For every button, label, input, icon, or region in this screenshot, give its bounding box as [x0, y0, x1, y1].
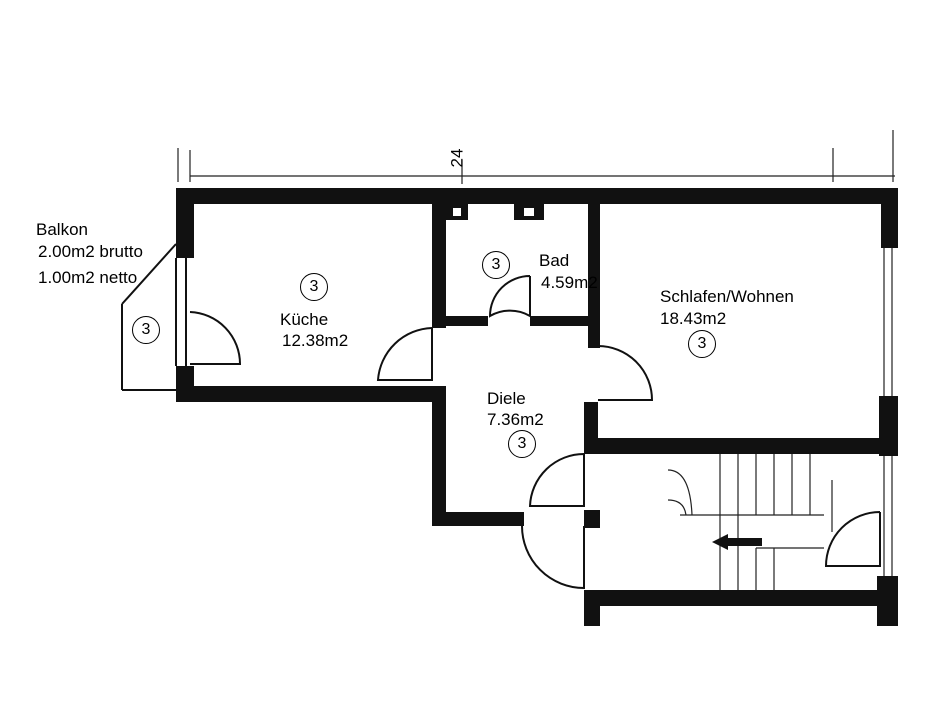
right-window	[883, 248, 893, 576]
walls	[176, 188, 898, 626]
room-area-balkon-netto: 1.00m2 netto	[38, 268, 138, 287]
room-area-diele: 7.36m2	[487, 410, 544, 429]
level-badge-kueche: 3	[300, 273, 328, 301]
room-name-kueche: Küche	[280, 310, 329, 329]
dimension-line	[177, 130, 895, 184]
room-name-balkon: Balkon	[36, 220, 88, 239]
doors	[189, 275, 881, 590]
room-area-balkon-brutto: 2.00m2 brutto	[38, 242, 143, 261]
level-badge-schlafen-wohnen: 3	[688, 330, 716, 358]
room-name-diele: Diele	[487, 389, 526, 408]
balcony-outline	[121, 243, 187, 391]
level-badge-balkon: 3	[132, 316, 160, 344]
room-area-kueche: 12.38m2	[282, 331, 349, 350]
room-area-bad: 4.59m2	[541, 273, 598, 292]
room-name-schlafen-wohnen: Schlafen/Wohnen	[660, 287, 794, 306]
dimension-label: 24	[447, 148, 467, 168]
stairwell	[667, 454, 833, 590]
room-name-bad: Bad	[539, 251, 570, 270]
level-badge-diele: 3	[508, 430, 536, 458]
level-badge-bad: 3	[482, 251, 510, 279]
room-area-schlafen-wohnen: 18.43m2	[660, 309, 727, 328]
